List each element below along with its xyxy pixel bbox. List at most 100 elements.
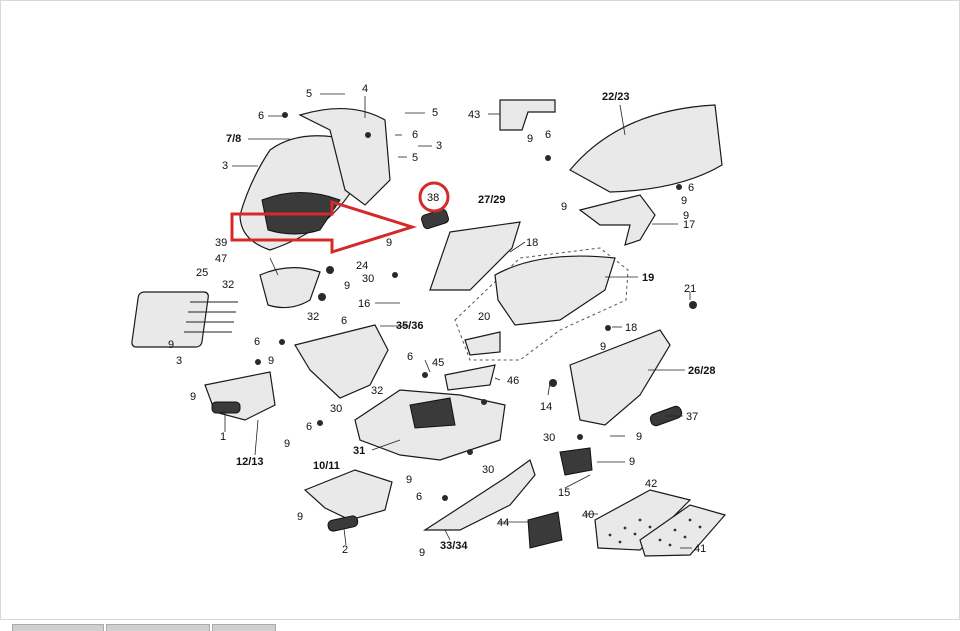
callout-15: 15 xyxy=(558,487,570,499)
bottom-tab[interactable] xyxy=(12,624,104,631)
callout-3: 3 xyxy=(222,160,228,172)
part-20 xyxy=(464,331,501,356)
lower-skirt-part xyxy=(422,459,536,531)
callout-38: 38 xyxy=(427,192,439,204)
footrest-mat-right xyxy=(639,504,727,557)
fastener-dots xyxy=(255,112,697,501)
highlight-arrow xyxy=(230,199,418,255)
callout-9: 9 xyxy=(629,456,635,468)
callout-18: 18 xyxy=(625,322,637,334)
storage-bin-part xyxy=(494,255,616,326)
callout-35-36: 35/36 xyxy=(396,320,424,332)
callout-46: 46 xyxy=(507,375,519,387)
callout-10-11: 10/11 xyxy=(313,460,340,472)
callout-9: 9 xyxy=(344,280,350,292)
callout-22-23: 22/23 xyxy=(602,91,630,103)
callout-1: 1 xyxy=(220,431,226,443)
callout-39: 39 xyxy=(215,237,227,249)
callout-9: 9 xyxy=(190,391,196,403)
callout-25: 25 xyxy=(196,267,208,279)
callout-6: 6 xyxy=(545,129,551,141)
callout-4: 4 xyxy=(362,83,368,95)
callout-5: 5 xyxy=(412,152,418,164)
storage-group-outline xyxy=(454,247,629,361)
callout-32: 32 xyxy=(307,311,319,323)
callout-6: 6 xyxy=(412,129,418,141)
callout-26-28: 26/28 xyxy=(688,365,716,377)
callout-9: 9 xyxy=(268,355,274,367)
callout-9: 9 xyxy=(561,201,567,213)
part-46 xyxy=(444,364,496,391)
callout-20: 20 xyxy=(478,311,490,323)
callout-3: 3 xyxy=(176,355,182,367)
part-44 xyxy=(527,511,563,549)
grille-part xyxy=(131,291,209,348)
bottom-tab[interactable] xyxy=(212,624,276,631)
callout-2: 2 xyxy=(342,544,348,556)
callout-16: 16 xyxy=(358,298,370,310)
nose-cover-part xyxy=(259,267,321,309)
callout-30: 30 xyxy=(543,432,555,444)
callout-9: 9 xyxy=(419,547,425,559)
callout-9: 9 xyxy=(406,474,412,486)
grab-rail-part xyxy=(578,194,656,246)
callout-9: 9 xyxy=(284,438,290,450)
callout-9: 9 xyxy=(683,210,689,222)
callout-40: 40 xyxy=(582,509,594,521)
callout-9: 9 xyxy=(636,431,642,443)
callout-31: 31 xyxy=(353,445,365,457)
callout-42: 42 xyxy=(645,478,657,490)
callout-30: 30 xyxy=(482,464,494,476)
part-15 xyxy=(559,447,593,476)
callout-6: 6 xyxy=(407,351,413,363)
callout-9: 9 xyxy=(297,511,303,523)
part-2 xyxy=(327,515,359,532)
callout-44: 44 xyxy=(497,517,509,529)
callout-18: 18 xyxy=(526,237,538,249)
rear-side-panel xyxy=(569,329,671,426)
callout-9: 9 xyxy=(168,339,174,351)
callout-6: 6 xyxy=(258,110,264,122)
highlight-circle xyxy=(418,181,450,213)
mat-dots xyxy=(608,518,702,547)
callout-32: 32 xyxy=(222,279,234,291)
callout-6: 6 xyxy=(688,182,694,194)
callout-9: 9 xyxy=(527,133,533,145)
callout-27-29: 27/29 xyxy=(478,194,506,206)
floor-board-inner xyxy=(409,397,456,429)
callout-32: 32 xyxy=(371,385,383,397)
callout-6: 6 xyxy=(341,315,347,327)
callout-41: 41 xyxy=(694,543,706,555)
part-1 xyxy=(211,401,241,414)
callout-3: 3 xyxy=(436,140,442,152)
callout-33-34: 33/34 xyxy=(440,540,468,552)
grille-slats xyxy=(184,301,238,333)
callout-30: 30 xyxy=(330,403,342,415)
callout-5: 5 xyxy=(432,107,438,119)
callout-30: 30 xyxy=(362,273,374,285)
callout-labels: 4 5 6 5 7/8 6 3 5 3 38 9 39 47 24 25 32 … xyxy=(168,83,716,559)
callout-9: 9 xyxy=(386,237,392,249)
callout-12-13: 12/13 xyxy=(236,456,264,468)
callout-43: 43 xyxy=(468,109,480,121)
callout-24: 24 xyxy=(356,260,368,272)
bottom-tab[interactable] xyxy=(106,624,210,631)
rear-cover-part xyxy=(569,104,723,193)
callout-6: 6 xyxy=(254,336,260,348)
leader-lines xyxy=(224,93,692,549)
lower-side-part xyxy=(303,469,393,521)
callout-19: 19 xyxy=(642,272,654,284)
callout-14: 14 xyxy=(540,401,552,413)
part-43-bracket xyxy=(499,99,556,131)
callout-6: 6 xyxy=(306,421,312,433)
callout-5: 5 xyxy=(306,88,312,100)
callout-9: 9 xyxy=(600,341,606,353)
callout-37: 37 xyxy=(686,411,698,423)
callout-9: 9 xyxy=(681,195,687,207)
callout-7-8: 7/8 xyxy=(226,133,241,145)
callout-47: 47 xyxy=(215,253,227,265)
callout-21: 21 xyxy=(684,283,696,295)
part-27-29-panel xyxy=(429,221,521,291)
lower-front-panel xyxy=(294,324,389,399)
